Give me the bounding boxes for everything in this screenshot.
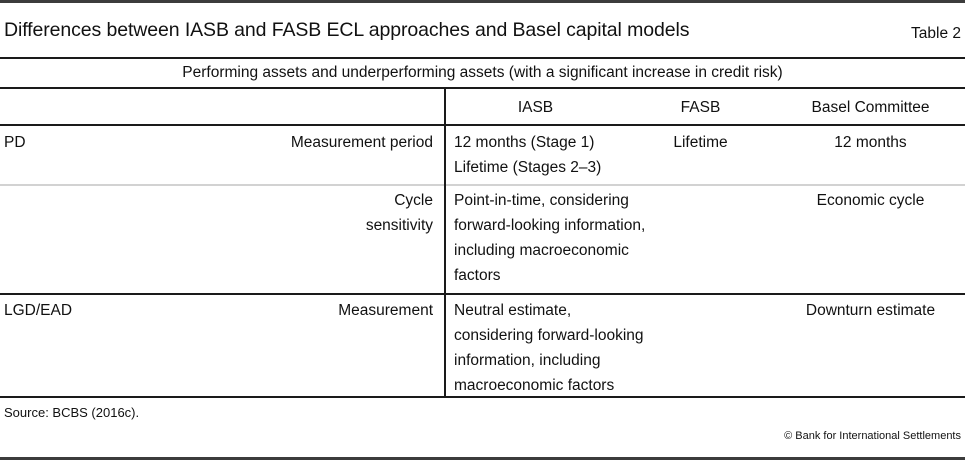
rule-above-source — [0, 396, 965, 398]
rule-row-separator-light — [0, 184, 965, 186]
rule-under-title — [0, 57, 965, 59]
span-header: Performing assets and underperforming as… — [182, 64, 783, 81]
table-row: Lifetime — [673, 134, 728, 151]
table-row: Economic cycle — [816, 192, 925, 209]
column-header-basel: Basel Committee — [811, 99, 930, 116]
column-header-iasb: IASB — [517, 99, 554, 116]
page-title: Differences between IASB and FASB ECL ap… — [4, 19, 690, 41]
rule-row-separator — [0, 293, 965, 295]
table-row: Neutral estimate, considering forward-lo… — [454, 302, 644, 394]
table-row: Cycle sensitivity — [365, 192, 433, 234]
rule-bottom-border — [0, 457, 965, 460]
rule-top-border — [0, 0, 965, 3]
rule-under-span-header — [0, 87, 965, 89]
table-row: Measurement period — [290, 134, 433, 151]
column-header-fasb: FASB — [680, 99, 721, 116]
table-row: Point-in-time, considering forward-looki… — [454, 192, 646, 284]
table-row: Downturn estimate — [805, 302, 936, 319]
rule-under-column-headers — [0, 124, 965, 126]
table-row: LGD/EAD — [4, 302, 73, 319]
table-row: 12 months (Stage 1) Lifetime (Stages 2–3… — [454, 134, 602, 176]
column-divider — [444, 89, 446, 396]
source-note: Source: BCBS (2016c). — [4, 405, 140, 420]
copyright-notice: © Bank for International Settlements — [784, 430, 961, 442]
table-number-label: Table 2 — [911, 25, 961, 42]
table-row: 12 months — [834, 134, 907, 151]
table-row: Measurement — [338, 302, 433, 319]
table-row: PD — [4, 134, 26, 151]
